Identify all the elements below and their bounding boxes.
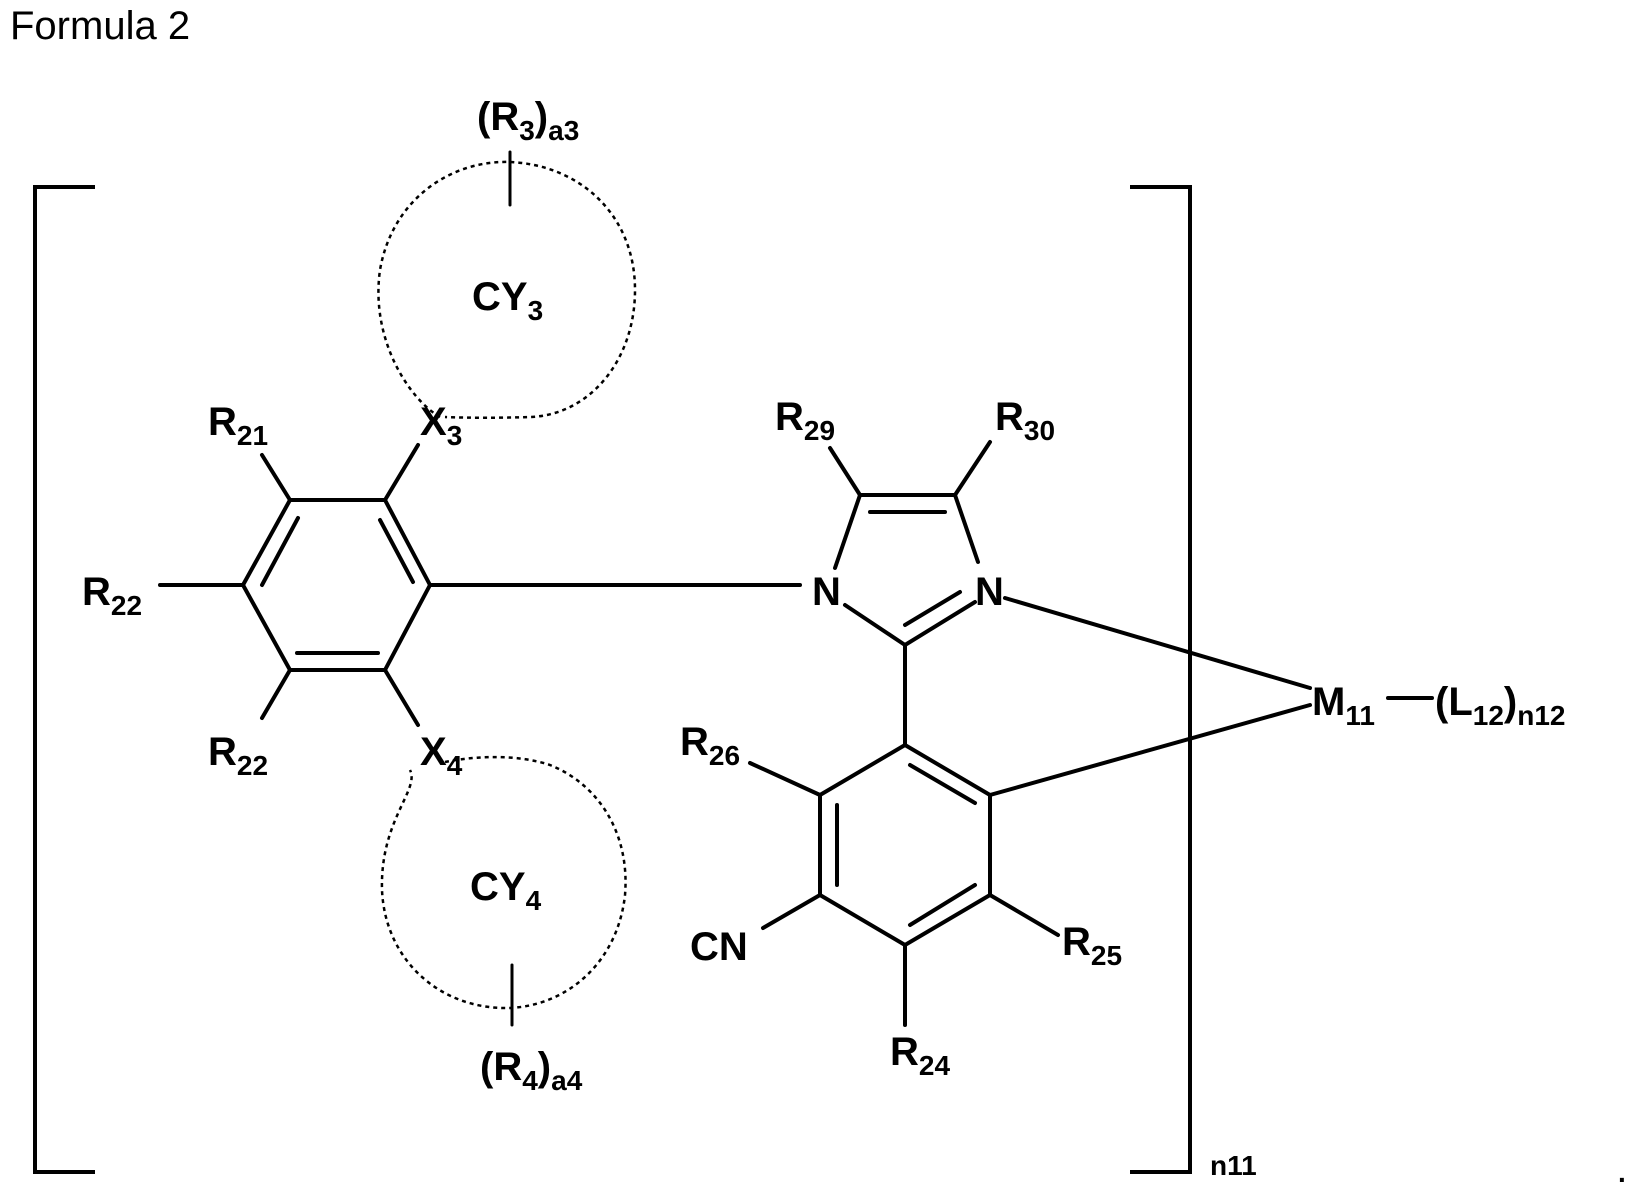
right-bracket <box>1130 187 1190 1172</box>
left-benzene-ring <box>243 500 430 670</box>
label-x3: X3 <box>420 400 462 451</box>
label-cn: CN <box>690 925 748 969</box>
label-r22-top: R22 <box>82 570 142 621</box>
bond-aryl-m11 <box>990 705 1310 795</box>
bond-r26 <box>750 763 820 795</box>
bond-r29 <box>830 448 860 495</box>
label-cy3: CY3 <box>472 275 543 326</box>
label-r30: R30 <box>995 395 1055 446</box>
bond-r21 <box>262 455 290 500</box>
label-r4: (R4)a4 <box>480 1045 583 1096</box>
label-r22-bottom: R22 <box>208 730 268 781</box>
bond-cn <box>763 895 820 928</box>
bond-x4 <box>385 670 418 725</box>
label-r26: R26 <box>680 720 740 771</box>
label-x4: X4 <box>420 730 463 781</box>
bond-x3 <box>385 445 418 500</box>
bond-r25 <box>990 895 1058 935</box>
bond-r30 <box>955 442 990 495</box>
label-r25: R25 <box>1062 920 1122 971</box>
label-r24: R24 <box>890 1030 950 1081</box>
bond-n-m11 <box>1005 598 1310 688</box>
label-r21: R21 <box>208 400 268 451</box>
label-n11: n11 <box>1210 1150 1257 1181</box>
bond-r22-bottom <box>262 670 290 718</box>
label-n2: N <box>975 570 1004 614</box>
label-r3: (R3)a3 <box>477 95 579 146</box>
label-period: . <box>1618 1157 1626 1188</box>
label-r29: R29 <box>775 395 835 446</box>
imidazole-ring <box>835 495 978 645</box>
lower-benzene-ring <box>820 745 990 945</box>
label-n1: N <box>812 570 841 614</box>
left-bracket <box>35 187 95 1172</box>
label-l12: (L12)n12 <box>1435 680 1566 731</box>
label-cy4: CY4 <box>470 865 542 916</box>
label-m11: M11 <box>1312 680 1375 731</box>
